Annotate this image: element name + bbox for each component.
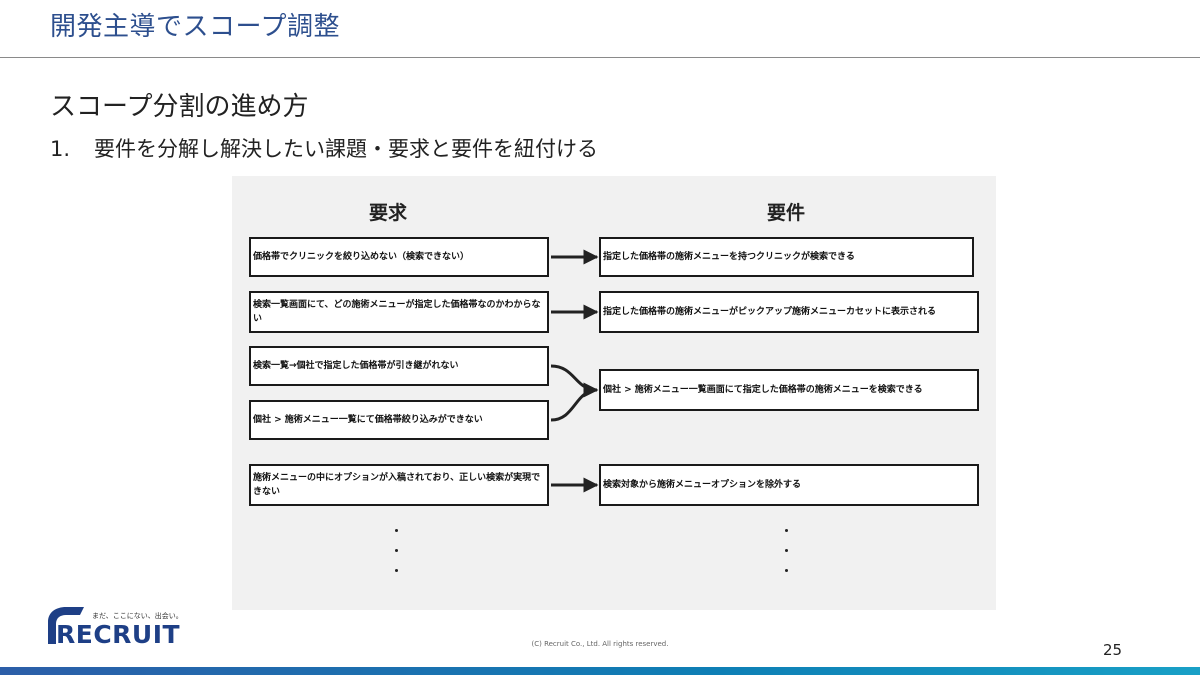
step-number: 1. [50, 137, 71, 161]
step-item: 1. 要件を分解し解決したい課題・要求と要件を紐付ける [50, 133, 598, 163]
recruit-logo-icon [48, 607, 84, 644]
slide-title: 開発主導でスコープ調整 [50, 12, 340, 42]
request-box-5: 施術メニューの中にオプションが入稿されており、正しい検索が実現できない [249, 464, 549, 506]
continuation-dot [395, 529, 398, 532]
requests-heading: 要求 [369, 202, 408, 224]
request-text: 個社 > 施術メニュー一覧にて価格帯絞り込みができない [253, 415, 483, 425]
continuation-dot [785, 549, 788, 552]
page-number: 25 [1103, 641, 1123, 659]
title-divider [0, 57, 1200, 58]
continuation-dot [395, 549, 398, 552]
requirement-text: 指定した価格帯の施術メニューがピックアップ施術メニューカセットに表示される [603, 307, 937, 317]
continuation-dot [395, 569, 398, 572]
requirement-text: 検索対象から施術メニューオプションを除外する [603, 480, 802, 490]
request-box-1: 価格帯でクリニックを絞り込めない（検索できない） [249, 237, 549, 277]
request-box-4: 個社 > 施術メニュー一覧にて価格帯絞り込みができない [249, 400, 549, 440]
requirement-box-4: 検索対象から施術メニューオプションを除外する [599, 464, 979, 506]
requirement-box-2: 指定した価格帯の施術メニューがピックアップ施術メニューカセットに表示される [599, 291, 979, 333]
section-heading: スコープ分割の進め方 [50, 92, 309, 122]
request-text: 検索一覧→個社で指定した価格帯が引き継がれない [253, 361, 459, 371]
continuation-dot [785, 529, 788, 532]
request-text: 検索一覧画面にて、どの施術メニューが指定した価格帯なのかわからない [253, 300, 541, 324]
requirement-box-3: 個社 > 施術メニュー一覧画面にて指定した価格帯の施術メニューを検索できる [599, 369, 979, 411]
request-box-2: 検索一覧画面にて、どの施術メニューが指定した価格帯なのかわからない [249, 291, 549, 333]
requirement-text: 指定した価格帯の施術メニューを持つクリニックが検索できる [603, 252, 855, 262]
logo-wordmark: RECRUIT [56, 620, 181, 649]
copyright-notice: (C) Recruit Co., Ltd. All rights reserve… [531, 640, 669, 648]
requirements-heading: 要件 [767, 202, 806, 224]
request-text: 価格帯でクリニックを絞り込めない（検索できない） [253, 252, 470, 262]
request-box-3: 検索一覧→個社で指定した価格帯が引き継がれない [249, 346, 549, 386]
request-text: 施術メニューの中にオプションが入稿されており、正しい検索が実現できない [253, 473, 541, 497]
continuation-dot [785, 569, 788, 572]
requirement-text: 個社 > 施術メニュー一覧画面にて指定した価格帯の施術メニューを検索できる [603, 385, 923, 395]
logo-tagline: まだ、ここにない、出会い。 [92, 612, 183, 620]
step-text: 要件を分解し解決したい課題・要求と要件を紐付ける [94, 137, 598, 161]
footer-bar [0, 667, 1200, 675]
requirement-box-1: 指定した価格帯の施術メニューを持つクリニックが検索できる [599, 237, 974, 277]
